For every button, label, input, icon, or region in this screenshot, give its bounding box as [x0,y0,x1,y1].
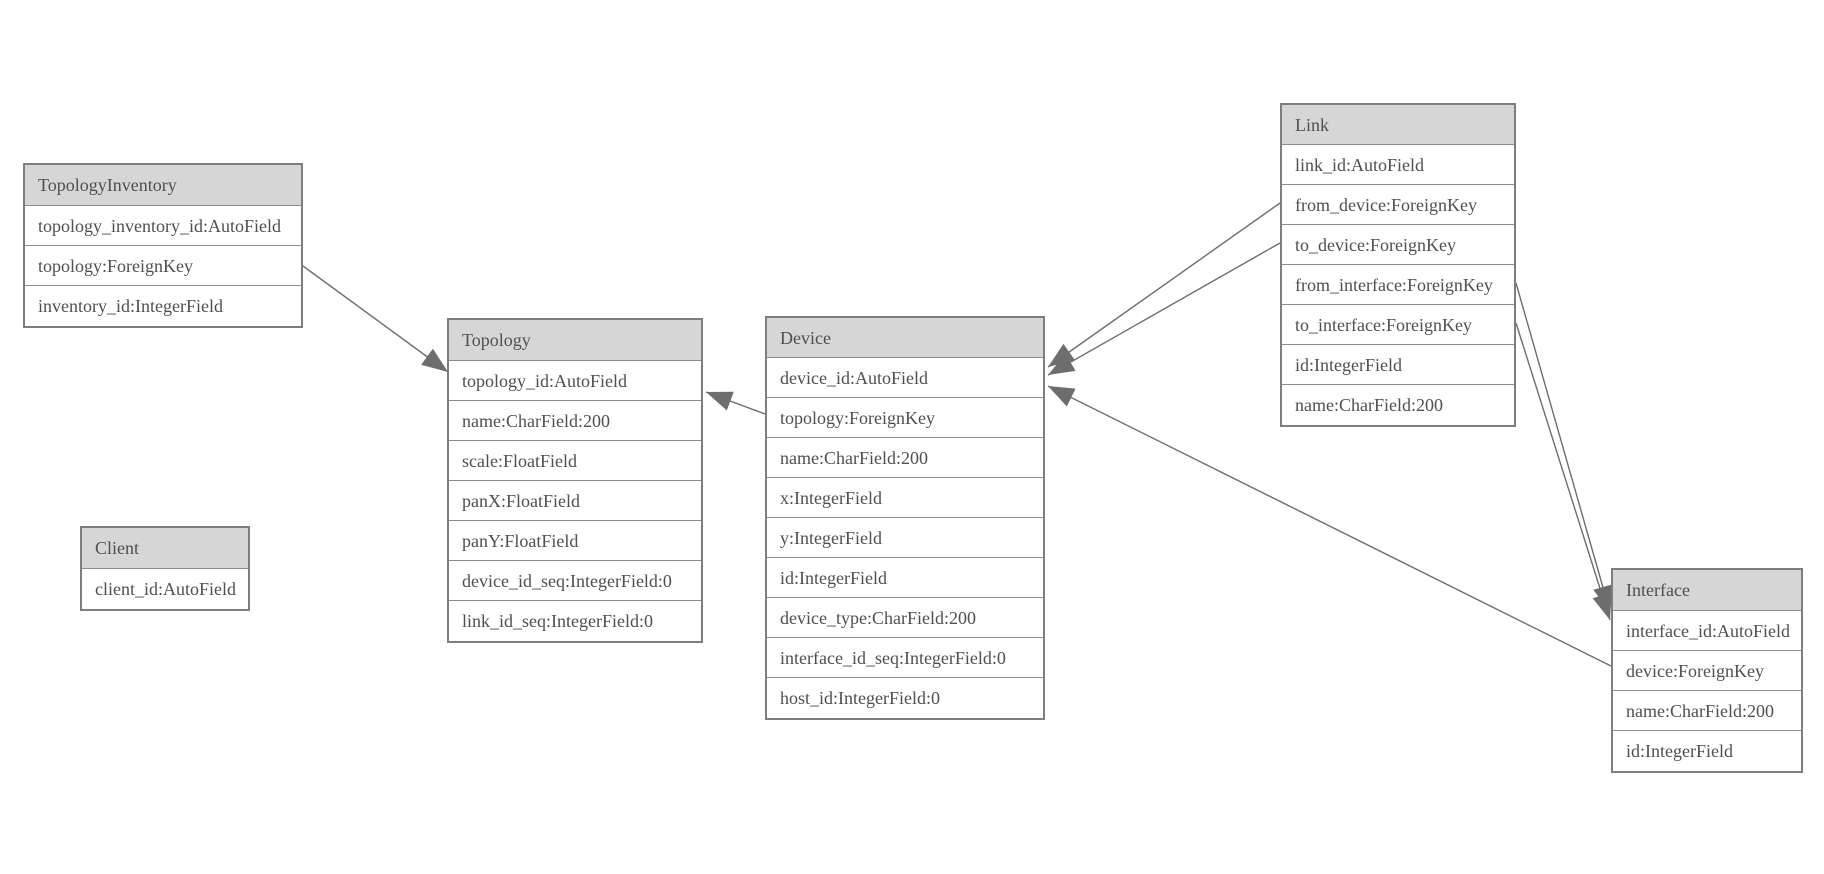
entity-title: Device [780,328,831,348]
entity-link-field-row: link_id:AutoField [1282,145,1514,185]
field-label: topology:ForeignKey [780,408,935,428]
field-label: inventory_id:IntegerField [38,296,223,316]
field-label: id:IntegerField [780,568,887,588]
entity-topology-field-row: scale:FloatField [449,441,701,481]
edge-topologyinventory-topology--topology-topology-id [302,265,449,373]
field-label: device_id:AutoField [780,368,928,388]
field-label: from_device:ForeignKey [1295,195,1477,215]
edge-link-to-device--device-device-id [1047,242,1281,376]
field-label: topology_inventory_id:AutoField [38,216,281,236]
entity-title: Link [1295,115,1329,135]
field-label: panY:FloatField [462,531,579,551]
entity-topology-field-row: device_id_seq:IntegerField:0 [449,561,701,601]
field-label: interface_id:AutoField [1626,621,1790,641]
entity-device-field-row: topology:ForeignKey [767,398,1043,438]
entity-topologyinventory[interactable]: TopologyInventory topology_inventory_id:A… [23,163,303,328]
entity-device-field-row: id:IntegerField [767,558,1043,598]
field-label: device:ForeignKey [1626,661,1764,681]
entity-title: Interface [1626,580,1690,600]
entity-link-field-row: to_interface:ForeignKey [1282,305,1514,345]
entity-link-field-row: from_device:ForeignKey [1282,185,1514,225]
entity-interface-field-row: id:IntegerField [1613,731,1801,771]
entity-topologyinventory-field-row: topology:ForeignKey [25,246,301,286]
edge-device-topology--topology-topology-id [705,391,766,415]
entity-interface-field-row: name:CharField:200 [1613,691,1801,731]
field-label: name:CharField:200 [1626,701,1774,721]
entity-device-field-row: device_id:AutoField [767,358,1043,398]
entity-topology-field-row: panY:FloatField [449,521,701,561]
edge-link-to-interface--interface-interface-id [1515,322,1612,621]
entity-link-header: Link [1282,105,1514,145]
entity-topology-field-row: topology_id:AutoField [449,361,701,401]
field-label: name:CharField:200 [462,411,610,431]
field-label: to_device:ForeignKey [1295,235,1456,255]
entity-link-field-row: to_device:ForeignKey [1282,225,1514,265]
entity-client-field-row: client_id:AutoField [82,569,248,609]
entity-topologyinventory-field-row: inventory_id:IntegerField [25,286,301,326]
field-label: link_id_seq:IntegerField:0 [462,611,653,631]
entity-topologyinventory-field-row: topology_inventory_id:AutoField [25,206,301,246]
entity-interface[interactable]: Interface interface_id:AutoField device:Fo… [1611,568,1803,773]
entity-topology-field-row: link_id_seq:IntegerField:0 [449,601,701,641]
field-label: panX:FloatField [462,491,580,511]
field-label: scale:FloatField [462,451,577,471]
entity-topology-header: Topology [449,320,701,361]
entity-title: Topology [462,330,531,350]
entity-device-field-row: device_type:CharField:200 [767,598,1043,638]
entity-device-field-row: interface_id_seq:IntegerField:0 [767,638,1043,678]
entity-topology-field-row: panX:FloatField [449,481,701,521]
edge-link-from-device--device-device-id [1047,202,1281,368]
field-label: device_id_seq:IntegerField:0 [462,571,672,591]
entity-interface-field-row: interface_id:AutoField [1613,611,1801,651]
entity-client[interactable]: Client client_id:AutoField [80,526,250,611]
entity-interface-field-row: device:ForeignKey [1613,651,1801,691]
entity-topology-field-row: name:CharField:200 [449,401,701,441]
field-label: client_id:AutoField [95,579,236,599]
field-label: name:CharField:200 [1295,395,1443,415]
entity-device-field-row: name:CharField:200 [767,438,1043,478]
edge-interface-device--device-device-id [1047,385,1612,667]
field-label: id:IntegerField [1295,355,1402,375]
field-label: device_type:CharField:200 [780,608,976,628]
entity-link-field-row: id:IntegerField [1282,345,1514,385]
entity-device-header: Device [767,318,1043,358]
field-label: topology_id:AutoField [462,371,628,391]
field-label: x:IntegerField [780,488,882,508]
entity-title: TopologyInventory [38,175,177,195]
field-label: to_interface:ForeignKey [1295,315,1472,335]
entity-device-field-row: y:IntegerField [767,518,1043,558]
entity-link[interactable]: Link link_id:AutoField from_device:Foreign… [1280,103,1516,427]
edge-link-from-interface--interface-interface-id [1515,282,1613,613]
field-label: id:IntegerField [1626,741,1733,761]
entity-link-field-row: from_interface:ForeignKey [1282,265,1514,305]
field-label: topology:ForeignKey [38,256,193,276]
field-label: host_id:IntegerField:0 [780,688,940,708]
entity-client-header: Client [82,528,248,569]
entity-topologyinventory-header: TopologyInventory [25,165,301,206]
entity-link-field-row: name:CharField:200 [1282,385,1514,425]
field-label: link_id:AutoField [1295,155,1425,175]
field-label: y:IntegerField [780,528,882,548]
entity-device[interactable]: Device device_id:AutoField topology:Foreig… [765,316,1045,720]
entity-topology[interactable]: Topology topology_id:AutoField name:CharFi… [447,318,703,643]
entity-interface-header: Interface [1613,570,1801,611]
field-label: from_interface:ForeignKey [1295,275,1493,295]
field-label: interface_id_seq:IntegerField:0 [780,648,1006,668]
field-label: name:CharField:200 [780,448,928,468]
entity-device-field-row: host_id:IntegerField:0 [767,678,1043,718]
entity-title: Client [95,538,139,558]
entity-device-field-row: x:IntegerField [767,478,1043,518]
